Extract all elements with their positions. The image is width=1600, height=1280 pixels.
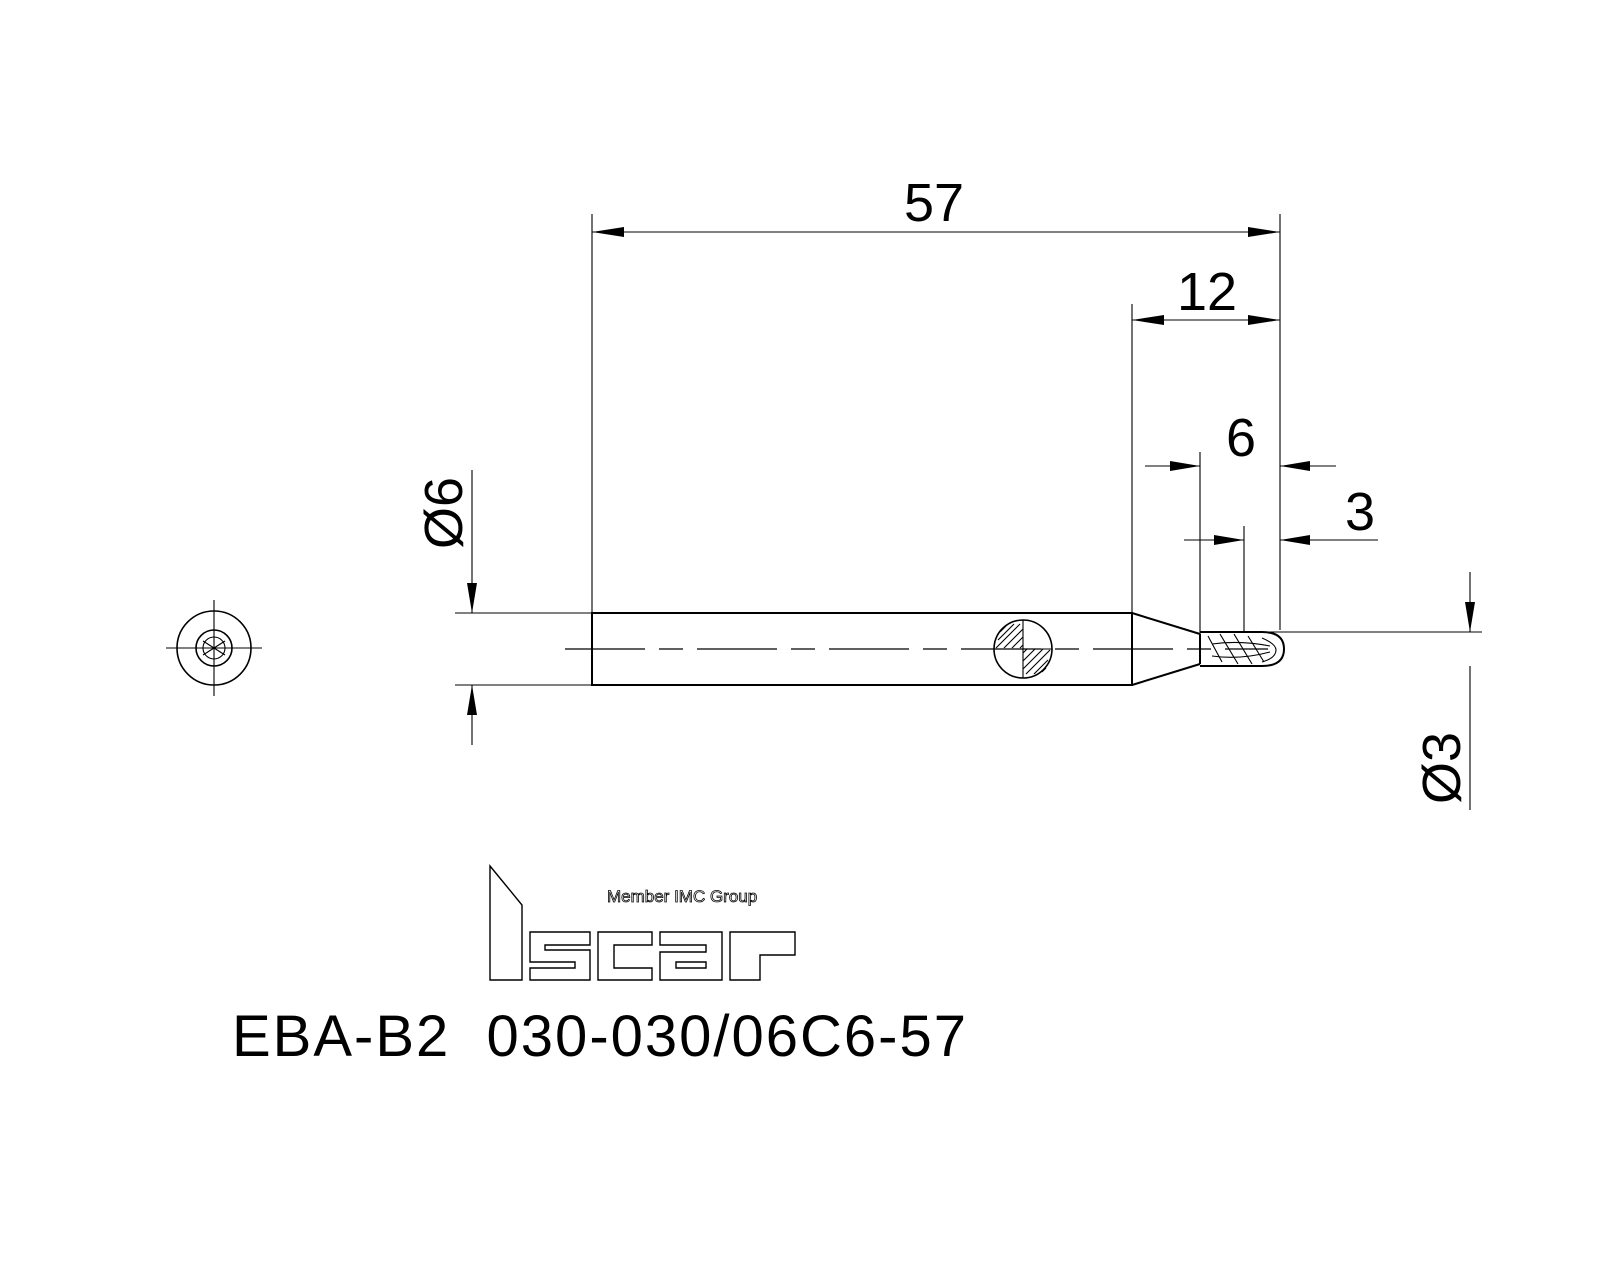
- cog-symbol: [993, 619, 1053, 679]
- dimension-label-diameter-6: Ø6: [414, 477, 474, 549]
- dimension-57: 57: [591, 173, 1281, 630]
- tool-body: [591, 612, 1286, 686]
- dimension-12: 12: [1131, 262, 1280, 613]
- logo-tagline: Member IMC Group: [607, 887, 757, 906]
- dimension-3: 3: [1184, 482, 1378, 632]
- dimension-label-6: 6: [1226, 408, 1256, 468]
- part-number: EBA-B2 030-030/06C6-57: [232, 1004, 968, 1069]
- end-view: [166, 600, 262, 696]
- dimension-6: 6: [1145, 408, 1336, 634]
- iscar-logo: Member IMC Group: [489, 864, 796, 981]
- dimension-label-3: 3: [1345, 482, 1375, 542]
- dimension-diameter-6: Ø6: [414, 470, 592, 745]
- dimension-diameter-3: Ø3: [1262, 572, 1482, 810]
- dimension-label-diameter-3: Ø3: [1412, 732, 1472, 804]
- dimension-label-57: 57: [904, 173, 964, 233]
- dimension-label-12: 12: [1177, 262, 1237, 322]
